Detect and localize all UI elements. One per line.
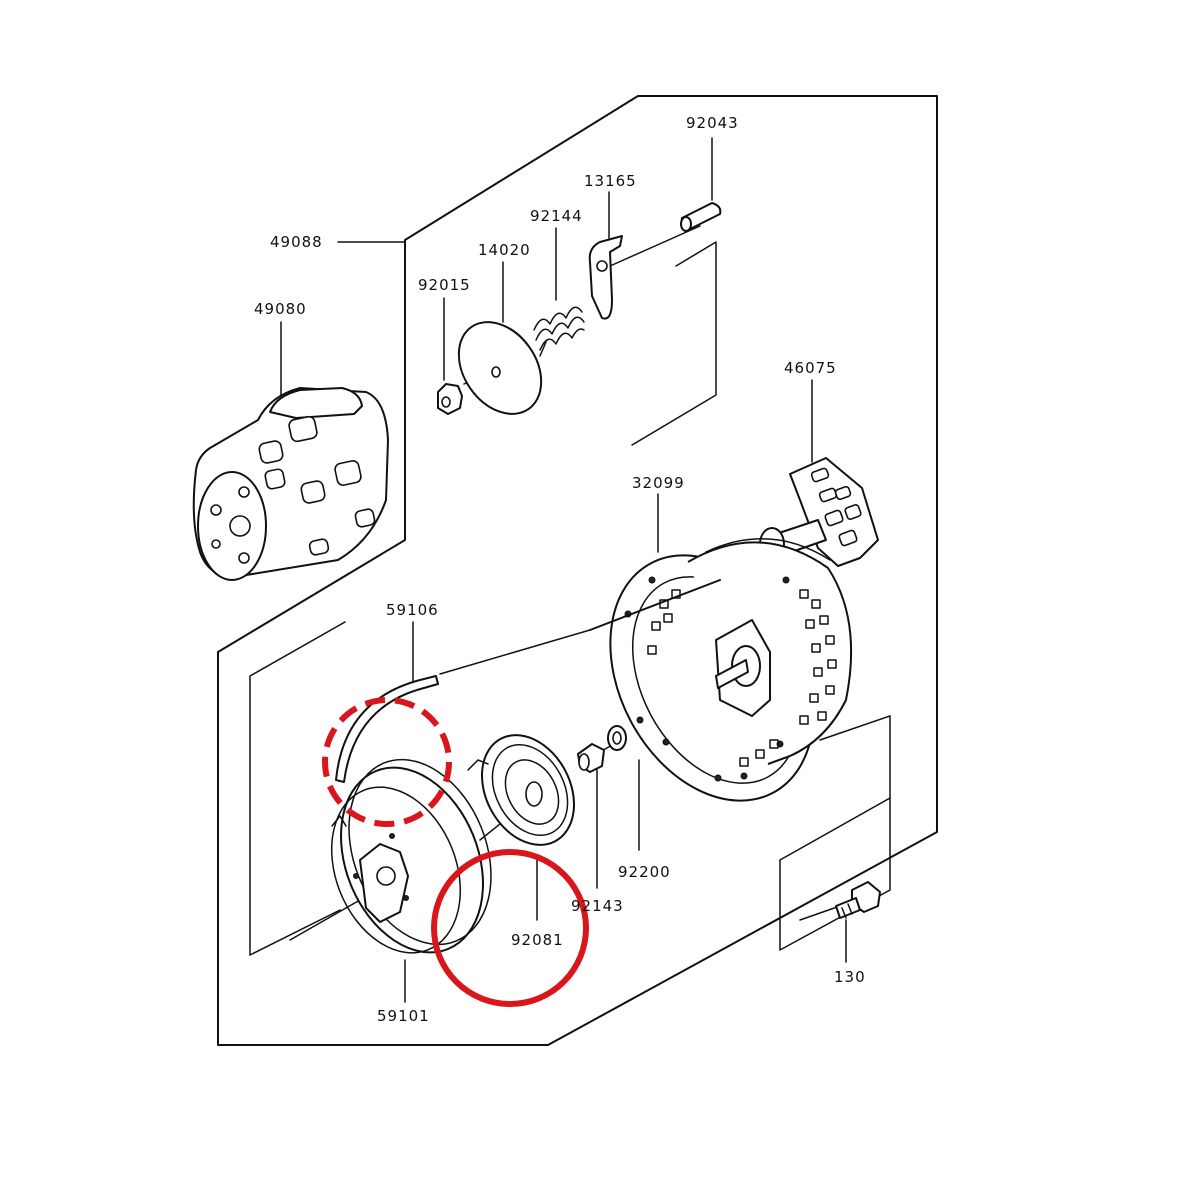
- collar-92143: [577, 743, 605, 773]
- washer-92200: [607, 725, 627, 751]
- label-130: 130: [834, 968, 866, 986]
- nut-92015: [437, 383, 463, 415]
- cover-49080: [192, 387, 389, 581]
- label-14020: 14020: [478, 241, 531, 259]
- spring-coil-92081: [467, 734, 576, 846]
- label-59106: 59106: [386, 601, 439, 619]
- leader-lines: [280, 137, 847, 1003]
- pawl-13165: [588, 235, 623, 320]
- highlight-overlays: [322, 697, 589, 1007]
- label-92144: 92144: [530, 207, 583, 225]
- housing-32099: [589, 538, 853, 802]
- assembly-frame: [217, 95, 938, 1046]
- label-59101: 59101: [377, 1007, 430, 1025]
- label-49080: 49080: [254, 300, 307, 318]
- label-49088: 49088: [270, 233, 323, 251]
- dashed-highlight-circle: [322, 697, 452, 827]
- label-92200: 92200: [618, 863, 671, 881]
- solid-highlight-circle: [431, 849, 589, 1007]
- label-92143: 92143: [571, 897, 624, 915]
- label-46075: 46075: [784, 359, 837, 377]
- spring-92144: [533, 306, 585, 357]
- label-92081: 92081: [511, 931, 564, 949]
- rope-59106: [335, 675, 439, 783]
- label-13165: 13165: [584, 172, 637, 190]
- reel-59101: [330, 758, 492, 954]
- label-92043: 92043: [686, 114, 739, 132]
- plate-14020: [457, 321, 543, 415]
- label-92015: 92015: [418, 276, 471, 294]
- housing-hub: [715, 619, 771, 717]
- label-32099: 32099: [632, 474, 685, 492]
- pin-92043: [680, 202, 722, 232]
- part-labels: 92043 13165 92144 14020 49088 92015 4908…: [254, 114, 866, 1025]
- housing-grille: [647, 589, 837, 767]
- bolt-130: [835, 881, 881, 919]
